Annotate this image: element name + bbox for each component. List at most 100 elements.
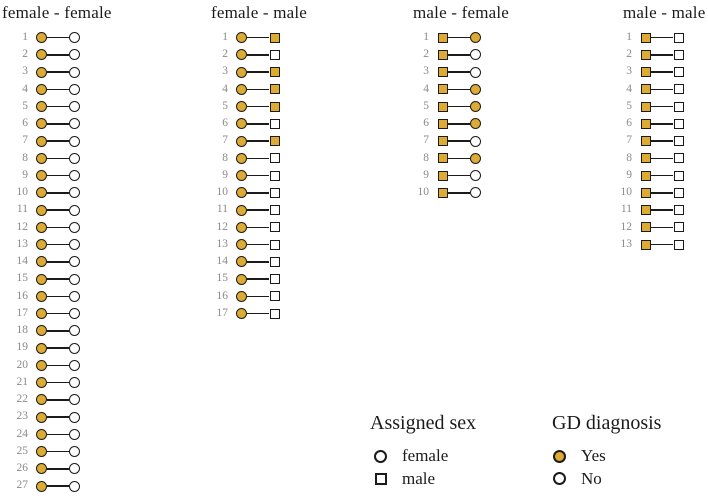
pair-number: 13 — [16, 237, 29, 250]
pair-connector — [651, 209, 673, 211]
pair-row: 3 — [202, 64, 280, 81]
filled-circle-icon — [36, 256, 47, 268]
pair-number: 8 — [626, 151, 632, 164]
pair-row: 24 — [2, 426, 80, 443]
pair-row: 5 — [2, 98, 80, 115]
pair-connector — [47, 209, 69, 211]
pair-connector — [651, 226, 673, 229]
pair-row: 3 — [403, 64, 481, 81]
pair-connector — [47, 347, 69, 349]
pair-row: 6 — [403, 115, 481, 132]
filled-circle-icon — [236, 152, 247, 164]
circle-icon — [69, 221, 80, 233]
group-title: male - male — [623, 3, 706, 22]
pair-number: 7 — [22, 134, 28, 147]
pair-row: 13 — [202, 236, 280, 253]
pair-connector — [47, 174, 69, 177]
pair-row: 8 — [202, 150, 280, 167]
pair-row: 7 — [202, 133, 280, 150]
pair-connector — [47, 433, 69, 436]
pair-number: 2 — [222, 48, 228, 61]
legend-gd-diagnosis-title: GD diagnosis — [552, 412, 662, 434]
pair-row: 20 — [2, 357, 80, 374]
pair-number: 7 — [222, 134, 228, 147]
pair-number: 2 — [626, 48, 632, 61]
pair-row: 7 — [2, 133, 80, 150]
pair-row: 27 — [2, 478, 80, 495]
pair-row: 4 — [2, 81, 80, 98]
circle-icon — [69, 32, 80, 44]
circle-icon — [374, 449, 387, 463]
filled-circle-icon — [36, 290, 47, 302]
pair-connector — [247, 243, 269, 246]
pair-row: 25 — [2, 443, 80, 460]
pair-number: 20 — [16, 358, 29, 371]
pair-connector — [47, 485, 69, 487]
square-icon — [269, 239, 280, 250]
filled-circle-icon — [236, 66, 247, 78]
filled-square-icon — [640, 153, 651, 164]
group-title: female - male — [211, 3, 308, 22]
pair-number: 3 — [222, 65, 228, 78]
square-icon — [673, 239, 684, 250]
filled-circle-icon — [236, 83, 247, 95]
pair-number: 10 — [620, 186, 633, 199]
filled-circle-icon — [470, 32, 481, 44]
pair-row: 19 — [2, 340, 80, 357]
legend-item-female: female — [374, 445, 448, 468]
filled-circle-icon — [470, 83, 481, 95]
filled-circle-icon — [36, 66, 47, 78]
filled-circle-icon — [36, 221, 47, 233]
pair-connector — [448, 174, 470, 177]
pair-row: 15 — [202, 271, 280, 288]
pair-row: 9 — [202, 167, 280, 184]
square-icon — [269, 187, 280, 198]
pair-connector — [448, 105, 470, 108]
pair-number: 8 — [222, 151, 228, 164]
square-icon — [673, 67, 684, 78]
filled-square-icon — [437, 49, 448, 60]
pair-connector — [651, 105, 673, 108]
pair-connector — [47, 295, 69, 298]
pair-row: 8 — [606, 150, 684, 167]
pair-connector — [448, 54, 470, 56]
pair-row: 26 — [2, 460, 80, 477]
filled-circle-icon — [236, 221, 247, 233]
circle-icon — [69, 170, 80, 182]
pair-connector — [448, 71, 470, 73]
filled-circle-icon — [36, 135, 47, 147]
pair-connector — [247, 261, 269, 263]
pair-number: 10 — [16, 186, 29, 199]
pair-number: 1 — [22, 30, 28, 43]
pair-number: 27 — [16, 479, 29, 492]
pair-connector — [47, 36, 69, 39]
pair-connector — [448, 192, 470, 194]
pair-row: 2 — [202, 46, 280, 63]
filled-circle-icon — [36, 187, 47, 199]
pair-connector — [247, 36, 269, 39]
pair-row: 12 — [202, 219, 280, 236]
filled-square-icon — [269, 84, 280, 95]
pair-number: 3 — [626, 65, 632, 78]
legend-item-male: male — [374, 468, 448, 491]
pair-connector — [47, 416, 69, 418]
pair-number: 13 — [620, 237, 633, 250]
circle-icon — [69, 152, 80, 164]
square-icon — [269, 291, 280, 302]
filled-circle-icon — [36, 170, 47, 182]
pair-number: 3 — [22, 65, 28, 78]
pair-connector — [47, 123, 69, 125]
pair-connector — [651, 192, 673, 194]
pair-connector — [247, 123, 269, 125]
circle-icon — [553, 472, 566, 486]
circle-icon — [69, 411, 80, 423]
pair-row: 11 — [202, 202, 280, 219]
pair-connector — [247, 105, 269, 108]
filled-circle-icon — [36, 308, 47, 320]
legend-assigned-sex-items: female male — [374, 445, 448, 490]
pair-row: 5 — [606, 98, 684, 115]
circle-icon — [69, 394, 80, 406]
filled-square-icon — [640, 101, 651, 112]
circle-icon — [69, 49, 80, 61]
